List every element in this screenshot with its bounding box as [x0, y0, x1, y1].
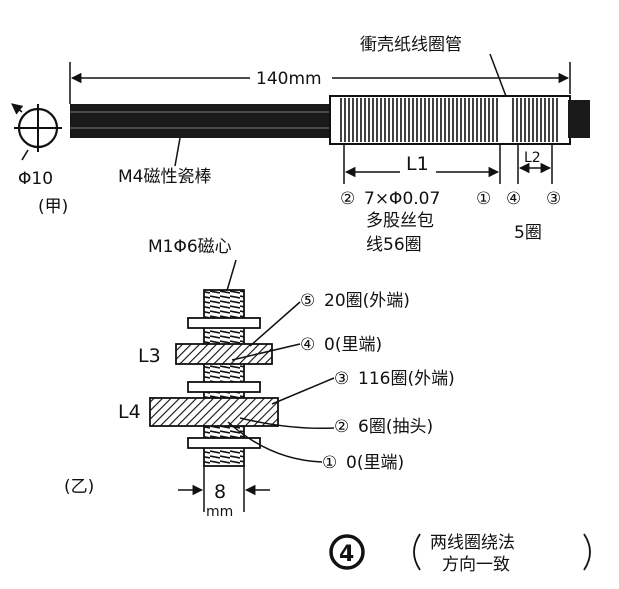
callout-marker: ⑤: [300, 291, 315, 311]
l3-winding: [175, 343, 273, 365]
width-unit: mm: [206, 504, 233, 520]
callout-text: 6圈(抽头): [358, 417, 433, 437]
rod-end-cap: [568, 100, 590, 138]
rod-label: M4磁性瓷棒: [118, 167, 211, 187]
coil-l2-winding: [510, 98, 560, 142]
callout-text: 20圈(外端): [324, 291, 410, 311]
ferrite-rod: [70, 104, 342, 138]
callout-marker: ④: [300, 335, 315, 355]
l1-marker-left: ②: [340, 189, 355, 209]
core-leader: [225, 259, 237, 295]
l2-marker-right: ③: [546, 189, 561, 209]
width-value: 8: [214, 481, 226, 503]
core-label: M1Φ6磁心: [148, 237, 232, 257]
l3-upper-flange: [187, 317, 261, 329]
callout-4: ④ 0(里端): [231, 335, 382, 361]
l1-marker-right: ①: [476, 189, 491, 209]
l1-winding-line2: 多股丝包: [366, 211, 434, 231]
callout-marker: ①: [322, 453, 337, 473]
length-label: 140mm: [256, 69, 322, 89]
l1-winding-line3: 线56圈: [366, 235, 422, 255]
l1-winding-line1: 7×Φ0.07: [364, 189, 440, 209]
diameter-label: Φ10: [18, 169, 53, 189]
callout-marker: ②: [334, 417, 349, 437]
top-part-tag: (甲): [38, 197, 68, 217]
note-paren-right: [583, 533, 591, 571]
bottom-figure: M1Φ6磁心 L3 L4 8 mm (乙) ⑤ 20圈(外端) ④ 0(里端): [64, 237, 591, 575]
callout-5: ⑤ 20圈(外端): [249, 291, 410, 347]
callout-text: 116圈(外端): [358, 369, 455, 389]
l2-turns: 5圈: [514, 223, 542, 243]
callout-text: 0(里端): [346, 453, 404, 473]
note-paren-left: [413, 533, 421, 571]
rod-leader: [174, 137, 181, 167]
coil-l1-winding: [340, 98, 500, 142]
l4-lower-flange: [187, 437, 261, 449]
callout-2: ② 6圈(抽头): [239, 417, 433, 437]
note-line1: 两线圈绕法: [430, 533, 515, 553]
l2-marker-left: ④: [506, 189, 521, 209]
l2-label: L2: [524, 150, 541, 166]
callout-marker: ③: [334, 369, 349, 389]
coil-tube-label: 衝壳纸线圈管: [360, 35, 462, 55]
figure-number-circle: [329, 534, 365, 570]
top-figure: 衝壳纸线圈管 140mm Φ10 (甲) M4磁性瓷棒: [11, 35, 590, 255]
figure-number: 4: [339, 542, 354, 567]
l3-label: L3: [138, 345, 161, 367]
l4-label: L4: [118, 401, 141, 423]
note-line2: 方向一致: [442, 555, 510, 575]
rod-cross-section: [11, 103, 62, 161]
callout-3: ③ 116圈(外端): [271, 369, 455, 405]
bottom-part-tag: (乙): [64, 477, 94, 497]
callout-1: ① 0(里端): [227, 421, 404, 473]
callout-text: 0(里端): [324, 335, 382, 355]
l1-label: L1: [406, 153, 429, 175]
l3-lower-flange: [187, 381, 261, 393]
